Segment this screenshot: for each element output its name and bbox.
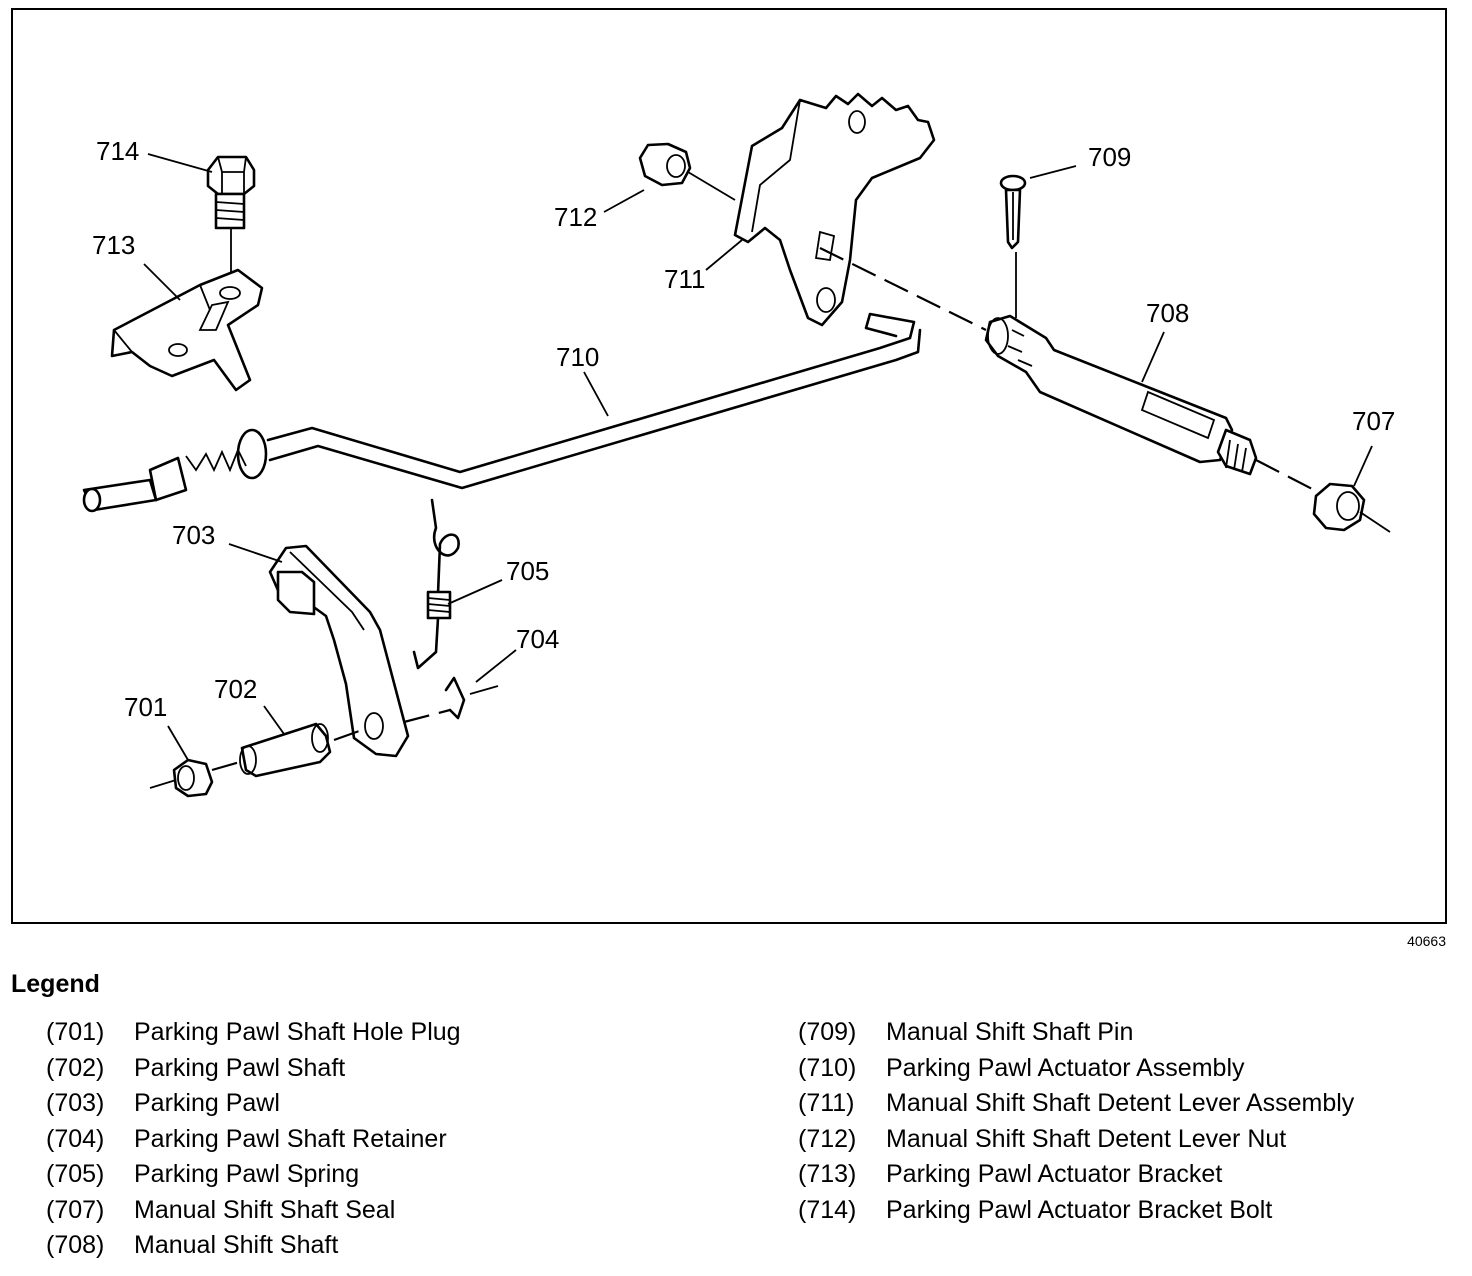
- figure-id: 40663: [1407, 933, 1446, 949]
- legend-description: Parking Pawl Actuator Bracket: [886, 1160, 1223, 1188]
- legend-left-column: (701) Parking Pawl Shaft Hole Plug (702) Pa…: [46, 1018, 461, 1267]
- legend-row: (710) Parking Pawl Actuator Assembly: [798, 1054, 1354, 1090]
- leader-lines: [143, 153, 1373, 761]
- legend-row: (704) Parking Pawl Shaft Retainer: [46, 1125, 461, 1161]
- legend-row: (712) Manual Shift Shaft Detent Lever Nut: [798, 1125, 1354, 1161]
- legend-code: (709): [798, 1018, 857, 1046]
- bracket-bolt-714: [206, 155, 256, 288]
- legend-code: (711): [798, 1089, 855, 1117]
- callout-703: 703: [172, 520, 215, 550]
- legend-row: (709) Manual Shift Shaft Pin: [798, 1018, 1354, 1054]
- diagram-frame: [11, 8, 1447, 924]
- callout-707: 707: [1352, 406, 1395, 436]
- legend-code: (713): [798, 1160, 857, 1188]
- actuator-bracket-713: [110, 268, 264, 392]
- legend-code: (710): [798, 1053, 857, 1082]
- legend-code: (707): [46, 1195, 105, 1224]
- parking-pawl-spring-705: [412, 498, 460, 670]
- legend-description: Parking Pawl Spring: [134, 1160, 360, 1188]
- callout-711: 711: [664, 264, 705, 294]
- hole-plug-701: [149, 758, 214, 798]
- legend-description: Manual Shift Shaft Pin: [886, 1018, 1134, 1046]
- legend-row: (708) Manual Shift Shaft: [46, 1231, 461, 1267]
- callout-704: 704: [516, 624, 559, 654]
- legend-row: (703) Parking Pawl: [46, 1089, 461, 1125]
- legend-code: (704): [46, 1124, 105, 1153]
- legend-code: (701): [46, 1018, 105, 1046]
- legend-code: (702): [46, 1053, 105, 1082]
- legend-row: (707) Manual Shift Shaft Seal: [46, 1196, 461, 1232]
- legend-description: Manual Shift Shaft: [134, 1231, 339, 1259]
- legend-row: (713) Parking Pawl Actuator Bracket: [798, 1160, 1354, 1196]
- legend-description: Manual Shift Shaft Detent Lever Assembly: [886, 1089, 1355, 1117]
- legend-code: (705): [46, 1160, 105, 1188]
- legend-description: Parking Pawl Shaft Hole Plug: [134, 1018, 461, 1046]
- parking-pawl-shaft-702: [211, 722, 363, 778]
- detent-lever-711: [733, 92, 936, 327]
- callout-712: 712: [554, 202, 597, 232]
- legend-row: (711) Manual Shift Shaft Detent Lever Ass…: [798, 1089, 1354, 1125]
- legend-description: Parking Pawl Shaft Retainer: [134, 1124, 447, 1153]
- legend-description: Manual Shift Shaft Detent Lever Nut: [886, 1124, 1287, 1153]
- legend-right-column: (709) Manual Shift Shaft Pin (710) Parking …: [798, 1018, 1354, 1231]
- callout-714: 714: [96, 136, 139, 166]
- legend-code: (703): [46, 1089, 105, 1117]
- legend-row: (705) Parking Pawl Spring: [46, 1160, 461, 1196]
- callout-710: 710: [556, 342, 599, 372]
- callout-702: 702: [214, 674, 257, 704]
- legend-title: Legend: [11, 970, 100, 998]
- shift-shaft-pin-709: [999, 174, 1027, 318]
- legend-description: Parking Pawl Actuator Assembly: [886, 1053, 1245, 1082]
- callout-705-label: 705: [506, 556, 549, 586]
- legend-description: Parking Pawl Actuator Bracket Bolt: [886, 1195, 1273, 1224]
- legend-row: (714) Parking Pawl Actuator Bracket Bolt: [798, 1196, 1354, 1232]
- callout-713: 713: [92, 230, 135, 260]
- callout-709: 709: [1088, 142, 1131, 172]
- legend-code: (712): [798, 1124, 857, 1153]
- legend-row: (702) Parking Pawl Shaft: [46, 1054, 461, 1090]
- actuator-assembly-710: [82, 312, 922, 513]
- legend-description: Manual Shift Shaft Seal: [134, 1195, 396, 1224]
- shaft-seal-707: [1312, 482, 1391, 533]
- legend-code: (714): [798, 1195, 857, 1224]
- parking-pawl-703: [268, 544, 410, 758]
- legend-code: (708): [46, 1231, 105, 1259]
- legend-description: Parking Pawl: [134, 1089, 280, 1117]
- exploded-view-diagram: 714 713 712 711 709 708 707 710 703 705 …: [82, 92, 1395, 798]
- callout-701: 701: [124, 692, 167, 722]
- callout-708: 708: [1146, 298, 1189, 328]
- shaft-retainer-704: [403, 676, 499, 724]
- detent-lever-nut-712: [638, 142, 736, 201]
- legend-row: (701) Parking Pawl Shaft Hole Plug: [46, 1018, 461, 1054]
- manual-shift-shaft-708: [984, 314, 1258, 476]
- legend-description: Parking Pawl Shaft: [134, 1053, 346, 1082]
